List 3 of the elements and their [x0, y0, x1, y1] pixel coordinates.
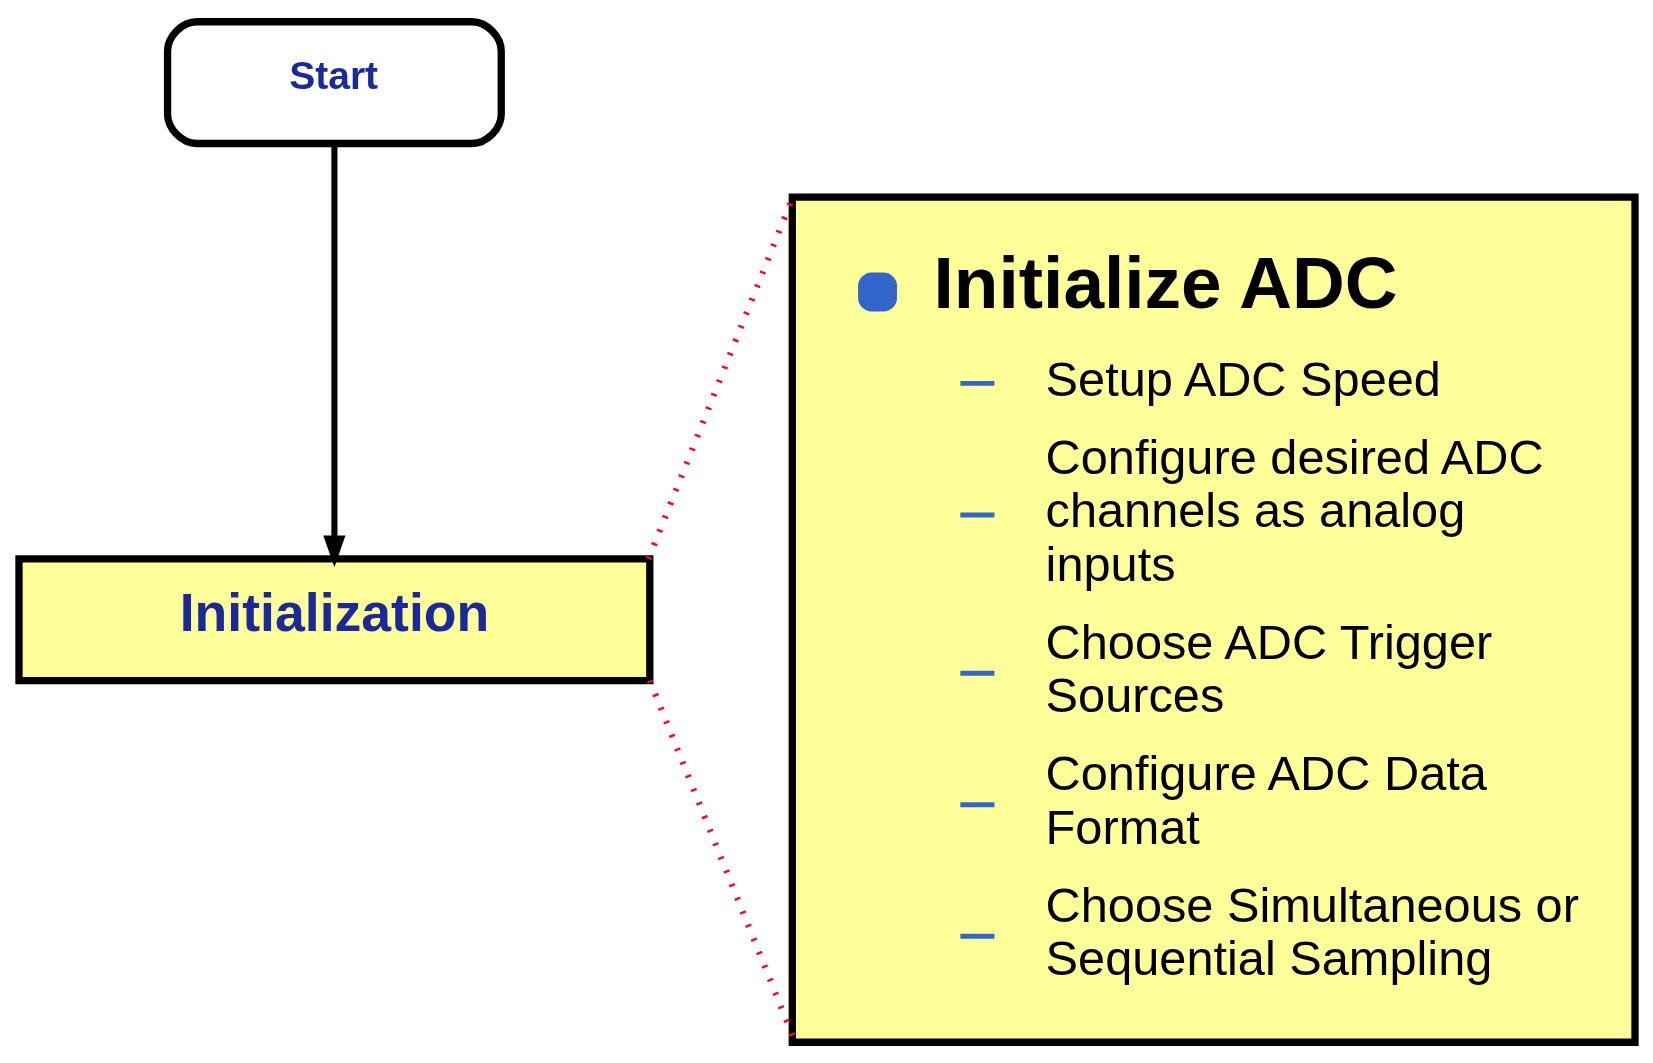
node-box: Start: [163, 17, 505, 147]
node-box: Initialization: [14, 554, 653, 684]
node-box: Initialize ADC Setup ADC Speed Configure desired ADC channels as analog inputs Choose ADC Trigger Sources Configure ADC Data Format Choose Simultaneous or Sequential Sampling: [788, 192, 1639, 1046]
